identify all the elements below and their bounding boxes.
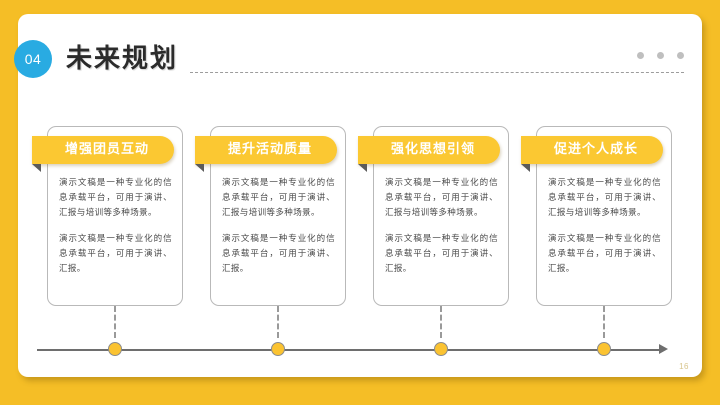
card-title-ribbon: 增强团员互动 (32, 136, 174, 172)
card-paragraph: 演示文稿是一种专业化的信息承载平台，可用于演讲、汇报。 (222, 233, 335, 273)
card-body: 演示文稿是一种专业化的信息承载平台，可用于演讲、汇报与培训等多种场景。 演示文稿… (222, 175, 335, 276)
header-dot-2 (657, 52, 664, 59)
header-dot-3 (677, 52, 684, 59)
card-title-ribbon: 强化思想引领 (358, 136, 500, 172)
card-connector (440, 306, 442, 338)
card-paragraph: 演示文稿是一种专业化的信息承载平台，可用于演讲、汇报与培训等多种场景。 (385, 177, 498, 217)
card-body: 演示文稿是一种专业化的信息承载平台，可用于演讲、汇报与培训等多种场景。 演示文稿… (59, 175, 172, 276)
card-title-ribbon: 提升活动质量 (195, 136, 337, 172)
timeline-node[interactable] (271, 342, 285, 356)
card-paragraph: 演示文稿是一种专业化的信息承载平台，可用于演讲、汇报与培训等多种场景。 (222, 177, 335, 217)
timeline (18, 338, 702, 362)
card-body: 演示文稿是一种专业化的信息承载平台，可用于演讲、汇报与培训等多种场景。 演示文稿… (385, 175, 498, 276)
ribbon-fold-icon (195, 164, 204, 172)
title-dashed-rule (190, 72, 684, 73)
timeline-arrow-icon (659, 344, 668, 354)
plan-card[interactable]: 促进个人成长 演示文稿是一种专业化的信息承载平台，可用于演讲、汇报与培训等多种场… (521, 126, 672, 306)
card-title: 提升活动质量 (195, 136, 337, 164)
slide-header: 04 未来规划 (14, 40, 702, 84)
timeline-node[interactable] (597, 342, 611, 356)
card-paragraph: 演示文稿是一种专业化的信息承载平台，可用于演讲、汇报。 (548, 233, 661, 273)
timeline-node[interactable] (108, 342, 122, 356)
card-row: 增强团员互动 演示文稿是一种专业化的信息承载平台，可用于演讲、汇报与培训等多种场… (18, 106, 702, 338)
slide-panel: 04 未来规划 增强团员互动 演示文稿是一种专业化的信息承载平台，可用于演讲、汇… (14, 14, 702, 377)
card-connector (277, 306, 279, 338)
card-title: 强化思想引领 (358, 136, 500, 164)
page-number: 16 (679, 362, 689, 371)
ribbon-fold-icon (358, 164, 367, 172)
card-paragraph: 演示文稿是一种专业化的信息承载平台，可用于演讲、汇报。 (385, 233, 498, 273)
plan-card[interactable]: 提升活动质量 演示文稿是一种专业化的信息承载平台，可用于演讲、汇报与培训等多种场… (195, 126, 346, 306)
card-title: 增强团员互动 (32, 136, 174, 164)
timeline-node[interactable] (434, 342, 448, 356)
header-dot-1 (637, 52, 644, 59)
card-connector (603, 306, 605, 338)
timeline-axis (37, 349, 661, 351)
header-dots (637, 52, 684, 59)
ribbon-fold-icon (32, 164, 41, 172)
card-body: 演示文稿是一种专业化的信息承载平台，可用于演讲、汇报与培训等多种场景。 演示文稿… (548, 175, 661, 276)
plan-card[interactable]: 增强团员互动 演示文稿是一种专业化的信息承载平台，可用于演讲、汇报与培训等多种场… (32, 126, 183, 306)
card-connector (114, 306, 116, 338)
card-paragraph: 演示文稿是一种专业化的信息承载平台，可用于演讲、汇报。 (59, 233, 172, 273)
section-number-badge: 04 (14, 40, 52, 78)
card-paragraph: 演示文稿是一种专业化的信息承载平台，可用于演讲、汇报与培训等多种场景。 (59, 177, 172, 217)
ribbon-fold-icon (521, 164, 530, 172)
card-title-ribbon: 促进个人成长 (521, 136, 663, 172)
page-title: 未来规划 (66, 44, 179, 74)
card-paragraph: 演示文稿是一种专业化的信息承载平台，可用于演讲、汇报与培训等多种场景。 (548, 177, 661, 217)
plan-card[interactable]: 强化思想引领 演示文稿是一种专业化的信息承载平台，可用于演讲、汇报与培训等多种场… (358, 126, 509, 306)
card-title: 促进个人成长 (521, 136, 663, 164)
